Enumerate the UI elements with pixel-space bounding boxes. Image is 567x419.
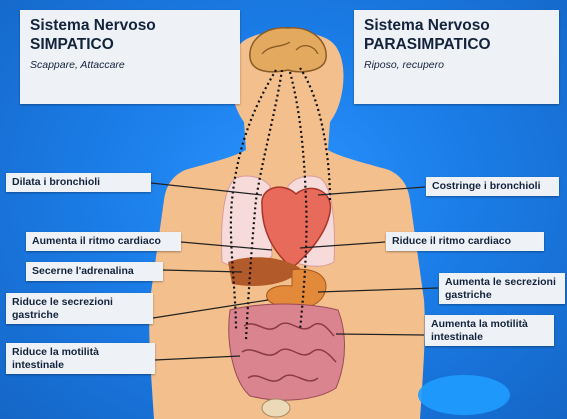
label-aumenta-secrezioni: Aumenta le secrezioni gastriche: [439, 273, 565, 304]
label-secerne-adrenalina: Secerne l'adrenalina: [26, 262, 163, 281]
parasympathetic-header: Sistema Nervoso PARASIMPATICO Riposo, re…: [354, 10, 559, 104]
label-dilata-bronchioli: Dilata i bronchioli: [6, 173, 151, 192]
decorative-oval: [418, 375, 510, 415]
label-riduce-motilita: Riduce la motilità intestinale: [6, 343, 155, 374]
sympathetic-header: Sistema Nervoso SIMPATICO Scappare, Atta…: [20, 10, 240, 104]
label-costringe-bronchioli: Costringe i bronchioli: [426, 177, 559, 196]
label-riduce-ritmo: Riduce il ritmo cardiaco: [386, 232, 544, 251]
sympathetic-title-line1: Sistema Nervoso: [30, 16, 230, 35]
parasympathetic-title-line1: Sistema Nervoso: [364, 16, 549, 35]
bladder: [262, 399, 290, 417]
label-riduce-secrezioni: Riduce le secrezioni gastriche: [6, 293, 153, 324]
sympathetic-title-line2: SIMPATICO: [30, 35, 230, 54]
parasympathetic-title-line2: PARASIMPATICO: [364, 35, 549, 54]
parasympathetic-subtitle: Riposo, recupero: [364, 59, 549, 71]
label-aumenta-motilita: Aumenta la motilità intestinale: [425, 315, 554, 346]
sympathetic-subtitle: Scappare, Attaccare: [30, 59, 230, 71]
label-aumenta-ritmo: Aumenta il ritmo cardiaco: [26, 232, 181, 251]
